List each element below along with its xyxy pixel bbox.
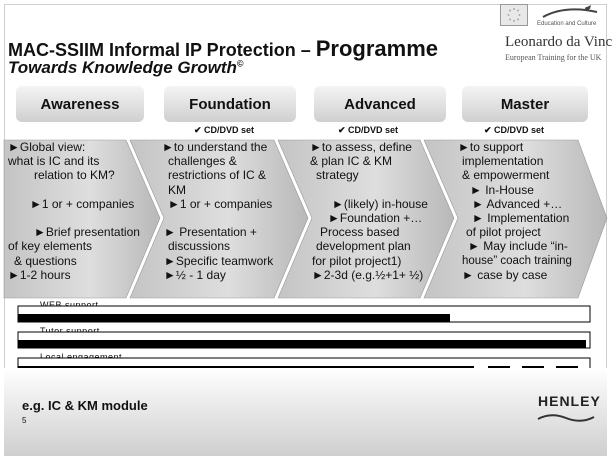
desc-line: ►Foundation +… — [328, 211, 423, 226]
desc-line: ► Advanced +… — [472, 196, 563, 211]
desc-line: ►1-2 hours — [8, 267, 71, 282]
desc-line: & empowerment — [462, 168, 550, 183]
title-prefix: MAC-SSIIM Informal IP Protection – — [8, 40, 316, 60]
desc-line: implementation — [462, 154, 544, 169]
chevron-master — [423, 139, 608, 299]
eu-flag-icon — [500, 4, 528, 26]
desc-line: of key elements — [8, 239, 93, 254]
slide-title: MAC-SSIIM Informal IP Protection – Progr… — [8, 36, 438, 62]
desc-line: ►to support — [458, 140, 524, 154]
level-tab-master: Master — [462, 86, 588, 122]
desc-line: for pilot project1) — [312, 253, 402, 268]
henley-swoosh-icon — [537, 414, 595, 422]
desc-line: ►1 or + companies — [168, 196, 273, 211]
desc-line: ►2-3d (e.g.½+1+ ½) — [312, 267, 424, 282]
level-tab-foundation: Foundation — [164, 86, 296, 122]
desc-line: house” coach training — [462, 254, 572, 267]
desc-line: strategy — [316, 168, 359, 183]
title-emphasis: Programme — [315, 36, 438, 61]
chevron-advanced — [277, 139, 455, 299]
level-description-advanced: ►to assess, define & plan IC & KM strate… — [310, 140, 454, 282]
desc-line: what is IC and its — [8, 154, 100, 169]
level-description-foundation: ►to understand the challenges & restrict… — [162, 140, 308, 282]
level-tab-advanced: Advanced — [314, 86, 446, 122]
support-bar-fill-tutor — [18, 340, 586, 348]
desc-line: & questions — [14, 253, 77, 268]
desc-line: ► Implementation — [472, 211, 570, 226]
education-culture-logo: Education and Culture — [535, 3, 609, 31]
chevron-foundation — [129, 139, 309, 299]
slide-subtitle: Towards Knowledge Growth© — [8, 58, 244, 78]
cd-dvd-badge-foundation: ✔ CD/DVD set — [194, 125, 255, 135]
cd-dvd-badge-master: ✔ CD/DVD set — [484, 125, 545, 135]
desc-line: ► May include “in- — [468, 239, 568, 254]
desc-line: of pilot project — [466, 225, 541, 240]
desc-line: Process based — [320, 225, 400, 240]
desc-line: ►(likely) in-house — [332, 196, 428, 211]
level-description-master: ►to support implementation & empowerment… — [458, 140, 608, 282]
footer-example-text: e.g. IC & KM module — [22, 398, 148, 413]
desc-line: relation to KM? — [34, 168, 115, 183]
leonardo-subtitle: European Training for the UK — [505, 53, 602, 62]
desc-line: challenges & — [168, 154, 237, 169]
desc-line: ►Brief presentation — [34, 225, 140, 240]
level-tab-awareness: Awareness — [16, 86, 144, 122]
desc-line: ►Specific teamwork — [164, 253, 274, 268]
desc-line: ► Presentation + — [164, 225, 257, 240]
level-description-awareness: ►Global view: what is IC and its relatio… — [8, 140, 158, 282]
desc-line: restrictions of IC & — [168, 168, 267, 183]
desc-line: ►1 or + companies — [30, 196, 135, 211]
level-name: Foundation — [189, 95, 271, 113]
desc-line: ►½ - 1 day — [164, 267, 226, 282]
page-number: 5 — [22, 416, 27, 425]
bar-label-web: WEB support — [40, 300, 99, 310]
desc-line: ►to understand the — [162, 140, 268, 154]
desc-line: ► case by case — [462, 267, 548, 282]
desc-line: development plan — [316, 239, 411, 254]
chevron-awareness — [3, 139, 161, 299]
leonardo-da-vinci-logo: Leonardo da Vinc — [505, 34, 613, 50]
level-name: Advanced — [344, 95, 416, 113]
desc-line: & plan IC & KM — [310, 154, 393, 169]
footer-background — [4, 368, 607, 456]
support-bar-fill-web — [18, 314, 450, 322]
cd-dvd-badge-advanced: ✔ CD/DVD set — [338, 125, 399, 135]
subtitle-text: Towards Knowledge Growth — [8, 58, 237, 77]
desc-line: ►Global view: — [8, 140, 86, 154]
henley-logo: HENLEY — [538, 393, 601, 409]
desc-line: discussions — [168, 239, 231, 254]
bar-label-local: Local engagement — [40, 352, 123, 362]
desc-line: ►to assess, define — [310, 140, 412, 154]
level-name: Awareness — [40, 95, 120, 113]
education-culture-text: Education and Culture — [537, 21, 597, 27]
level-name: Master — [500, 95, 550, 113]
desc-line: KM — [168, 182, 186, 197]
bar-label-tutor: Tutor support — [40, 326, 100, 336]
copyright-mark: © — [236, 58, 244, 69]
desc-line: ► In-House — [470, 182, 534, 197]
